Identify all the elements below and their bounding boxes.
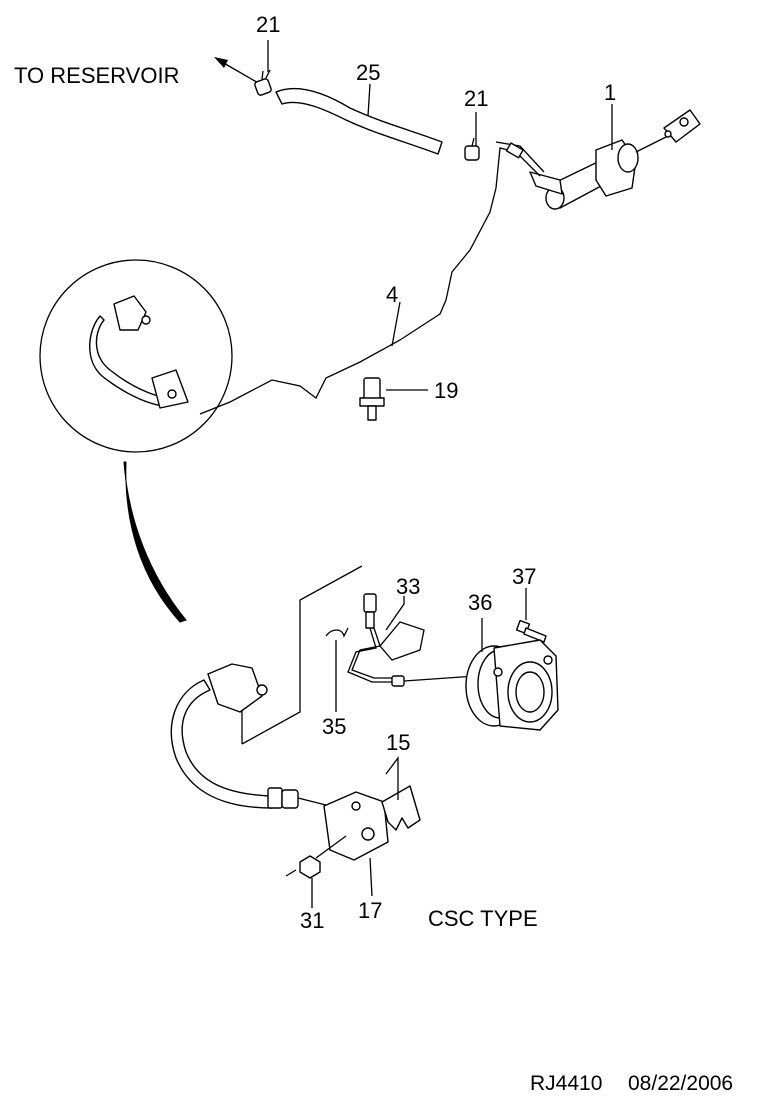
leader-4 [391,301,401,347]
callout-4: 4 [386,282,398,307]
csc-type-label: CSC TYPE [428,906,538,931]
detail-inset-circle [39,259,233,453]
reservoir-arrow [214,57,261,85]
callout-37: 37 [512,564,536,589]
hose-clamp-21-lower [464,137,480,161]
clutch-pipe-4 [199,147,541,415]
callout-21a: 21 [256,12,280,37]
callout-19: 19 [434,378,458,403]
leader-17 [369,857,373,897]
nut-31 [285,835,347,879]
pipe-fitting [505,142,524,159]
leader-15 [385,756,399,800]
callout-36: 36 [468,590,492,615]
spring-clip-35 [325,627,349,638]
drawing-date: 08/22/2006 [628,1072,733,1095]
callout-33: 33 [396,574,420,599]
leader-25 [367,83,371,117]
callout-35: 35 [322,714,346,739]
retaining-clip-15 [381,785,421,831]
detail-pointer-arrow [123,461,187,623]
to-reservoir-label: TO RESERVOIR [14,63,179,88]
csc-pipe-33 [347,593,477,687]
flexible-hose [170,663,331,809]
concentric-slave-cylinder-36 [465,639,559,731]
callout-31: 31 [300,908,324,933]
callout-17: 17 [358,898,382,923]
callout-21b: 21 [464,86,488,111]
hose-clamp-21-upper [254,69,272,96]
callout-15: 15 [386,730,410,755]
callout-25: 25 [356,60,380,85]
reservoir-hose-25 [275,87,443,155]
leader-33 [385,596,405,631]
pipe-clip-19 [359,377,385,421]
drawing-ref: RJ4410 [530,1072,602,1095]
bolt-37 [515,619,547,643]
bracket-17 [323,791,389,861]
connection-frame [241,565,363,745]
master-cylinder-1 [529,109,701,210]
callout-1: 1 [604,80,616,105]
